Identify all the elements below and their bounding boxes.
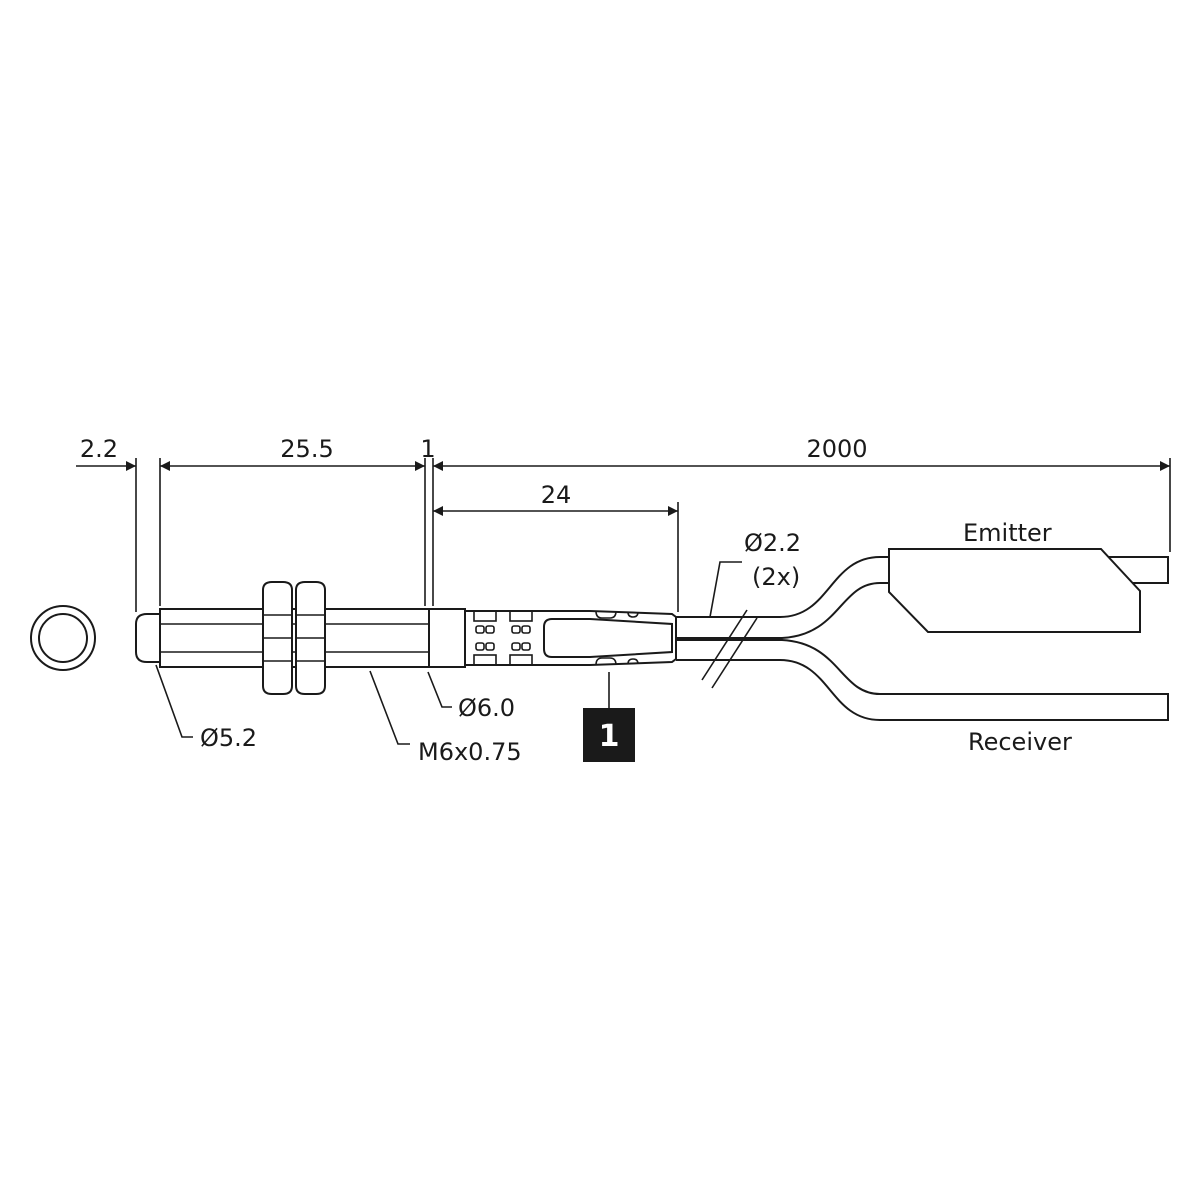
cable-count-label: (2x) bbox=[752, 563, 800, 591]
callout-badge: 1 bbox=[583, 708, 635, 762]
hex-nut bbox=[262, 581, 293, 695]
dim-lens-projection: 2.2 bbox=[80, 435, 118, 463]
lens-diameter-label: Ø5.2 bbox=[200, 724, 257, 752]
receiver-cable bbox=[676, 639, 1169, 721]
dim-gap: 1 bbox=[420, 435, 435, 463]
end-view-ring bbox=[30, 605, 96, 671]
leader-lines bbox=[155, 561, 742, 745]
dim-strain-relief-length: 24 bbox=[541, 481, 572, 509]
sensor-body bbox=[135, 581, 677, 695]
fiber-cables bbox=[676, 548, 1169, 721]
emitter-cable bbox=[676, 556, 1169, 639]
cable-break-mark bbox=[701, 609, 748, 681]
grip-notches bbox=[473, 610, 639, 666]
hex-nut bbox=[295, 581, 326, 695]
dim-cable-length: 2000 bbox=[806, 435, 867, 463]
emitter-label: Emitter bbox=[963, 519, 1052, 547]
cable-break-mark bbox=[711, 617, 758, 689]
badge-number: 1 bbox=[599, 719, 620, 754]
body-collar bbox=[428, 608, 466, 668]
emitter-sleeve bbox=[888, 548, 1141, 633]
callout-labels: Ø5.2 M6x0.75 Ø6.0 Ø2.2 (2x) Emitter Rece… bbox=[200, 519, 1072, 766]
dim-threaded-length: 25.5 bbox=[280, 435, 333, 463]
badge-box bbox=[583, 708, 635, 762]
dimension-lines bbox=[76, 458, 1171, 612]
body-diameter-label: Ø6.0 bbox=[458, 694, 515, 722]
dimension-values: 2.2 25.5 1 2000 24 bbox=[80, 435, 868, 509]
cable-diameter-label: Ø2.2 bbox=[744, 529, 801, 557]
lens-tip bbox=[135, 613, 161, 663]
tapered-sleeve bbox=[543, 618, 673, 658]
receiver-label: Receiver bbox=[968, 728, 1072, 756]
thread-label: M6x0.75 bbox=[418, 738, 522, 766]
threaded-barrel bbox=[159, 608, 430, 668]
